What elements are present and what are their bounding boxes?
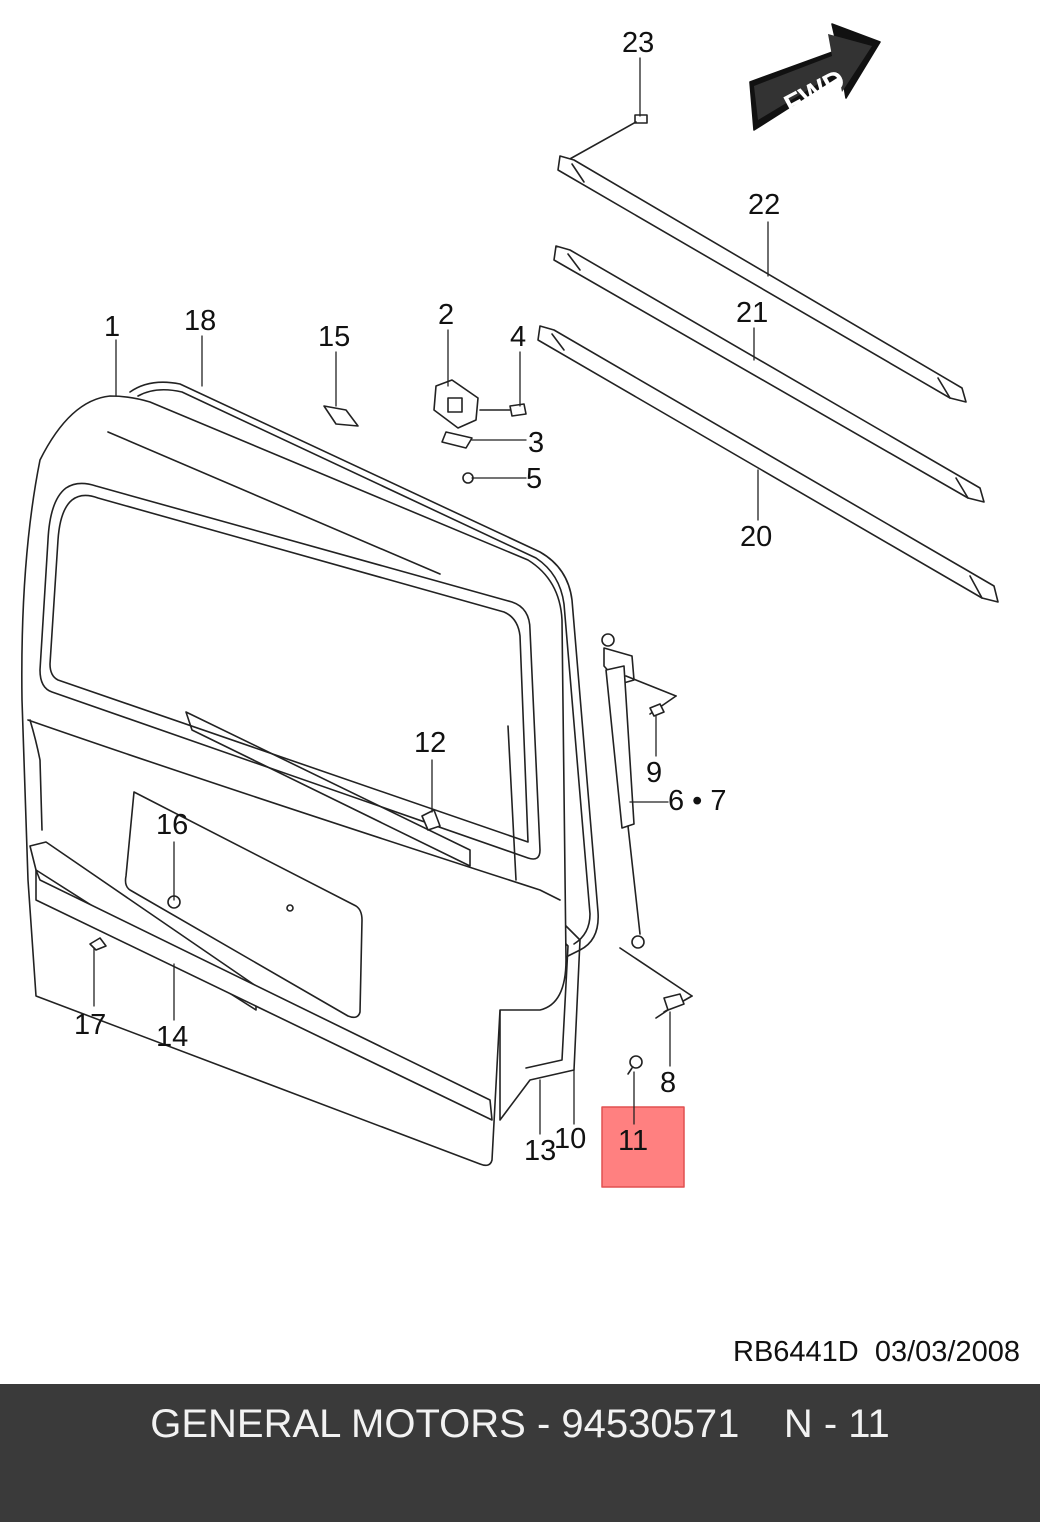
callout-5: 5 — [526, 463, 542, 495]
screw-23 — [567, 114, 648, 161]
rail-20 — [537, 325, 999, 603]
callout-18: 18 — [184, 305, 216, 337]
callout-15: 15 — [318, 321, 350, 353]
diagram-reference: RB6441D 03/03/2008 — [733, 1336, 1020, 1368]
highlight-box-11 — [601, 1106, 685, 1188]
callout-3: 3 — [528, 427, 544, 459]
tailgate-1 — [21, 395, 693, 1167]
callout-17: 17 — [74, 1009, 106, 1041]
fwd-arrow-icon: FWD — [749, 23, 881, 131]
screw-11 — [627, 1055, 643, 1075]
callout-2: 2 — [438, 299, 454, 331]
callout-1: 1 — [104, 311, 120, 343]
footer-bar: GENERAL MOTORS - 94530571 N - 11 — [0, 1384, 1040, 1522]
callout-11: 11 — [618, 1125, 648, 1157]
callout-12: 12 — [414, 727, 446, 759]
callout-6-7: 6 • 7 — [668, 785, 727, 817]
bolt-4 — [479, 403, 527, 417]
callout-8: 8 — [660, 1067, 676, 1099]
gas-strut-6-7 — [601, 633, 693, 1013]
callout-13: 13 — [524, 1135, 556, 1167]
bolt-8 — [655, 993, 685, 1019]
bolt-9 — [649, 703, 665, 717]
callout-9: 9 — [646, 757, 662, 789]
weatherstrip-18 — [129, 381, 599, 1121]
clip-12 — [421, 809, 441, 831]
rail-21 — [553, 245, 985, 503]
hinge-2 — [433, 379, 479, 429]
callout-4: 4 — [510, 321, 526, 353]
callout-16: 16 — [156, 809, 188, 841]
callout-23: 23 — [622, 27, 654, 59]
footer-part-number: GENERAL MOTORS - 94530571 N - 11 — [150, 1402, 890, 1446]
callout-22: 22 — [748, 189, 780, 221]
callout-20: 20 — [740, 521, 772, 553]
bumper-15 — [323, 405, 359, 427]
rail-22 — [557, 155, 967, 403]
callout-21: 21 — [736, 297, 768, 329]
callout-14: 14 — [156, 1021, 188, 1053]
callout-10: 10 — [554, 1123, 586, 1155]
plate-3 — [441, 431, 473, 449]
parts-diagram: FWD — [21, 23, 999, 1188]
